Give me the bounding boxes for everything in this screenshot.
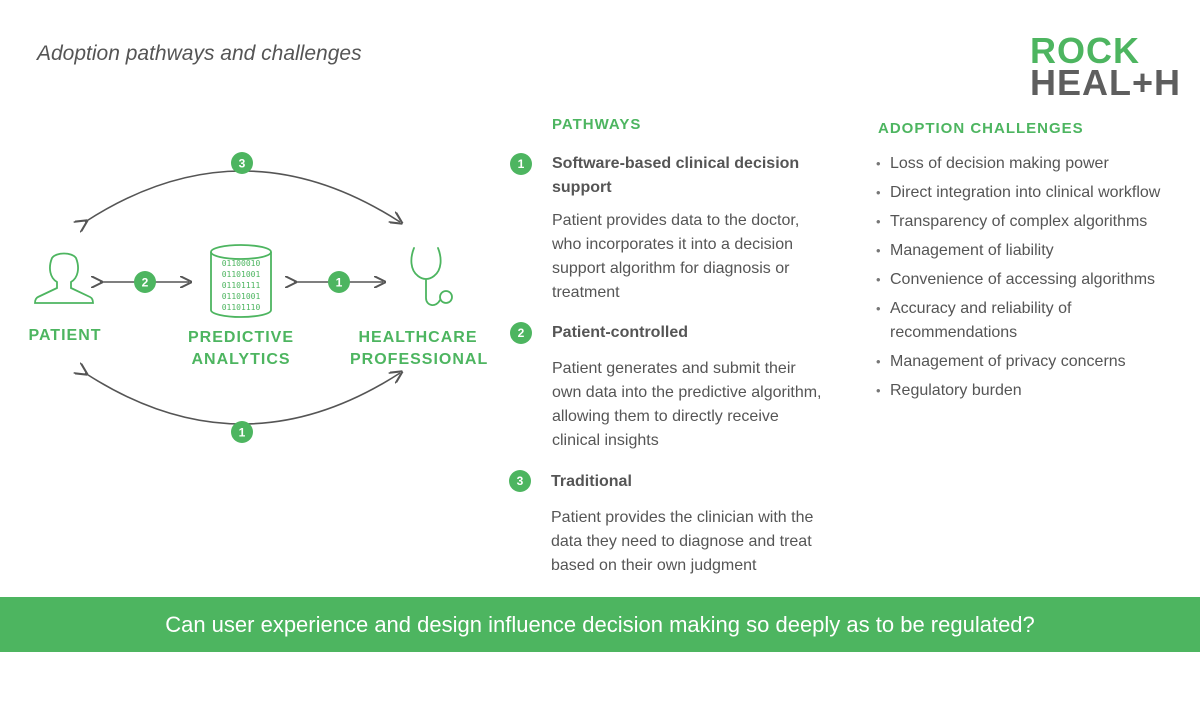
pathway-1-title: Software-based clinical decision support — [552, 155, 800, 196]
logo-line-1: ROCK — [1030, 30, 1140, 71]
challenge-item: •Convenience of accessing algorithms — [876, 271, 1156, 288]
badge-right: 1 — [328, 271, 350, 293]
svg-text:1: 1 — [336, 276, 343, 290]
question-banner: Can user experience and design influence… — [0, 597, 1200, 652]
pathways-heading: PATHWAYS — [552, 116, 642, 133]
predictive-analytics-label: PREDICTIVE ANALYTICS — [187, 329, 294, 368]
patient-icon — [34, 252, 94, 304]
svg-text:3: 3 — [239, 157, 246, 171]
binary-text: 01100010 01101001 01101111 01101001 0110… — [222, 259, 261, 312]
page-title: Adoption pathways and challenges — [37, 42, 362, 65]
challenge-item: •Regulatory burden — [876, 382, 1022, 399]
svg-text:01101110: 01101110 — [222, 303, 261, 312]
patient-label: PATIENT — [28, 327, 102, 344]
svg-text:01101111: 01101111 — [222, 281, 261, 290]
pathway-3-badge: 3 — [509, 470, 531, 492]
pathway-1-badge: 1 — [510, 153, 532, 175]
database-icon — [210, 244, 272, 318]
top-arc-arrow — [85, 170, 400, 222]
pathway-2-desc: Patient generates and submit their own d… — [552, 360, 822, 449]
challenges-heading: ADOPTION CHALLENGES — [878, 120, 1084, 137]
rock-health-logo: ROCK HEAL+H — [1030, 30, 1180, 101]
logo-line-2: HEAL+H — [1030, 62, 1182, 103]
challenge-item: •Loss of decision making power — [876, 155, 1109, 172]
pathway-diagram: 3 1 2 1 01100010 01101001 01101111 — [0, 140, 500, 460]
challenges-list: •Loss of decision making power •Direct i… — [876, 152, 1176, 408]
pathway-1-desc: Patient provides data to the doctor, who… — [552, 212, 800, 301]
pathway-2-badge: 2 — [510, 322, 532, 344]
stethoscope-icon — [410, 247, 453, 306]
challenge-item: •Accuracy and reliability of recommendat… — [876, 300, 1072, 341]
svg-text:01101001: 01101001 — [222, 270, 261, 279]
svg-text:1: 1 — [239, 426, 246, 440]
svg-text:2: 2 — [142, 276, 149, 290]
healthcare-professional-label: HEALTHCARE PROFESSIONAL — [350, 329, 489, 368]
banner-text: Can user experience and design influence… — [165, 611, 1035, 637]
challenge-item: •Transparency of complex algorithms — [876, 213, 1148, 230]
svg-text:01101001: 01101001 — [222, 292, 261, 301]
bottom-arc-arrow — [85, 373, 400, 425]
pathway-3-title: Traditional — [551, 473, 632, 490]
badge-left: 2 — [134, 271, 156, 293]
challenge-item: •Management of privacy concerns — [876, 353, 1126, 370]
pathway-2-title: Patient-controlled — [552, 324, 689, 341]
diagram-graphic: 3 1 2 1 01100010 01101001 01101111 — [34, 152, 453, 443]
challenge-item: •Management of liability — [876, 242, 1054, 259]
pathway-3-desc: Patient provides the clinician with the … — [551, 509, 814, 574]
svg-text:01100010: 01100010 — [222, 259, 261, 268]
badge-top: 3 — [231, 152, 253, 174]
challenge-item: •Direct integration into clinical workfl… — [876, 184, 1161, 201]
badge-bottom: 1 — [231, 421, 253, 443]
